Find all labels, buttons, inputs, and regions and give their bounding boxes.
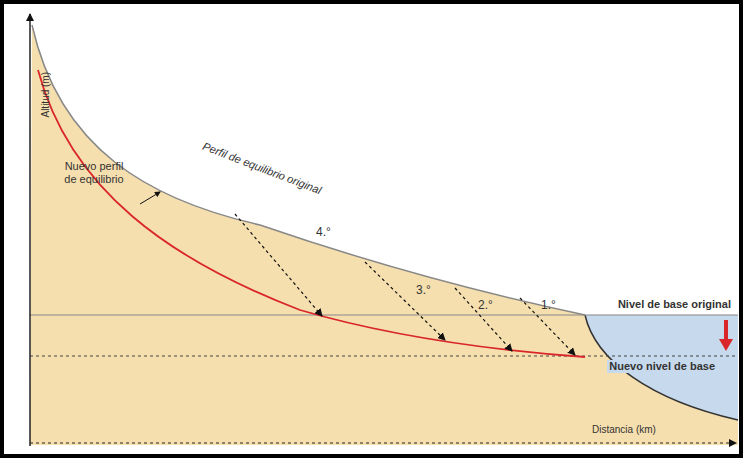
altitude-axis [29, 14, 31, 446]
original-profile [32, 25, 585, 315]
distance-axis [30, 442, 736, 443]
terrain [30, 25, 738, 445]
erosion-arrow [520, 298, 575, 355]
profile-label: Nuevo perfil de equilibrio [58, 160, 130, 185]
base-drop-arrow [719, 320, 733, 351]
level-label: Nivel de base original [618, 298, 731, 311]
step-number: 4.° [316, 226, 331, 240]
new-base-level [30, 356, 738, 357]
axis-label: Altitud (m) [40, 72, 52, 118]
erosion-arrow [365, 262, 445, 340]
level-label: Nuevo nivel de base [607, 360, 717, 373]
new-profile [38, 70, 585, 357]
erosion-arrow [235, 214, 322, 316]
step-number: 3.° [416, 284, 431, 298]
axis-label: Distancia (km) [592, 424, 656, 436]
original-base-level [30, 314, 738, 315]
step-number: 1.° [541, 299, 556, 313]
step-number: 2.° [478, 299, 493, 313]
leader-arrow [140, 192, 160, 204]
erosion-arrow [455, 288, 512, 351]
sea-floor [585, 315, 738, 420]
sea-water [585, 315, 738, 420]
